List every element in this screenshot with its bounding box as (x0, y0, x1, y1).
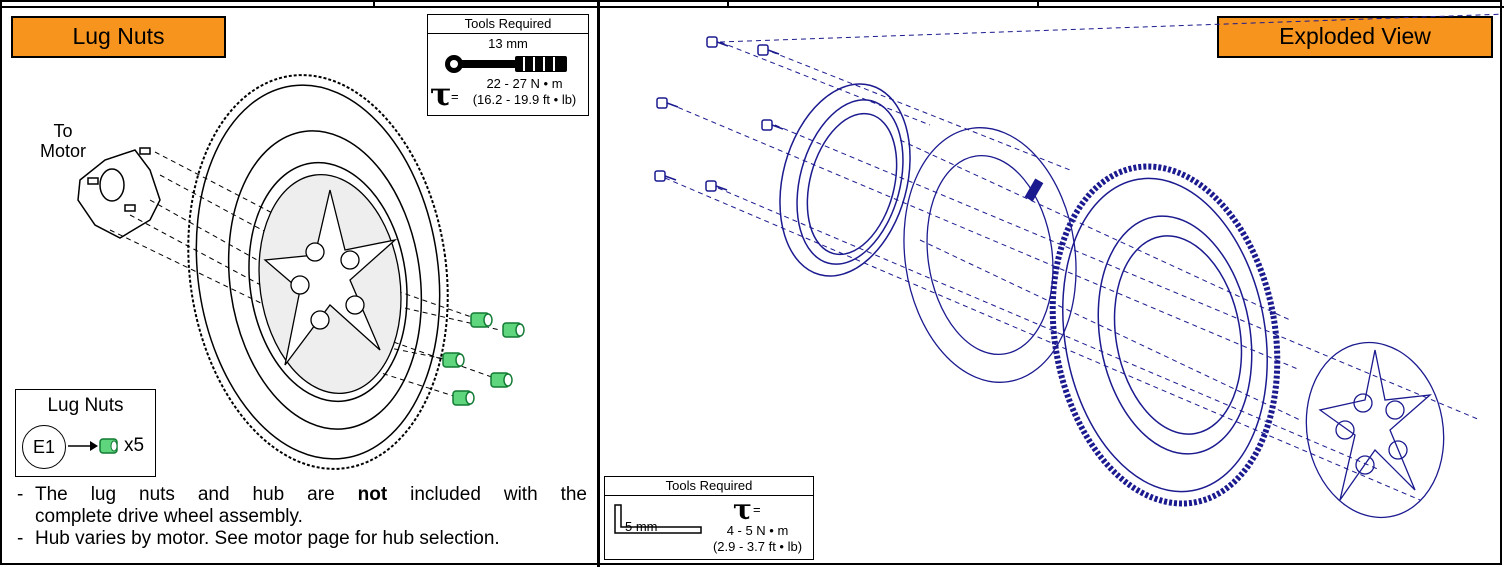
to-motor-line2: Motor (39, 141, 86, 161)
torque-equals: = (451, 89, 459, 104)
callout-circle: E1 (22, 425, 66, 469)
note-1-dash: - (17, 484, 24, 505)
note-2-dash: - (17, 528, 24, 549)
to-motor-line1: To (53, 121, 73, 141)
screws (654, 36, 784, 192)
hex-key-icon (614, 504, 702, 534)
tools-required-box-right: Tools Required 5 mm τ = 4 - 5 N • m (2.9… (604, 476, 814, 560)
socket-size-label: 13 mm (488, 36, 528, 51)
note-1: - The lug nuts and hub are not included … (17, 484, 587, 528)
to-motor-label: To Motor (38, 121, 88, 161)
note-2: - Hub varies by motor. See motor page fo… (17, 528, 587, 550)
tire (187, 74, 449, 470)
exploded-view-title-label: Exploded View (1217, 16, 1493, 58)
legend-arrow-nut-icon (68, 438, 118, 454)
note-1-line1: The lug nuts and hub are not included wi… (35, 484, 587, 506)
tools-required-header: Tools Required (428, 15, 588, 34)
top-tick (1037, 0, 1039, 7)
legend-title: Lug Nuts (47, 395, 124, 416)
note-1-post: included with the (387, 484, 587, 505)
panel-divider (597, 0, 600, 567)
torque-icon-right: τ (733, 493, 752, 526)
exploded-tire (1049, 163, 1281, 507)
drive-wheel-diagram (77, 74, 525, 470)
torque-ftlb-value: (16.2 - 19.9 ft • lb) (472, 92, 577, 107)
hex-key-size: 5 mm (625, 519, 658, 534)
top-border-line (0, 6, 1504, 8)
note-1-line2: complete drive wheel assembly. (35, 506, 303, 527)
top-tick (373, 0, 375, 7)
exploded-view-diagram (654, 13, 1500, 519)
torque-equals-right: = (753, 502, 761, 517)
note-2-text: Hub varies by motor. See motor page for … (35, 528, 500, 549)
tools-required-header-right: Tools Required (605, 477, 813, 496)
notes: - The lug nuts and hub are not included … (17, 484, 587, 550)
torque-nm-value: 22 - 27 N • m (486, 76, 563, 91)
note-1-bold: not (357, 484, 388, 505)
torque-nm-value-right: 4 - 5 N • m (726, 523, 789, 538)
note-1-pre: The lug nuts and hub are (35, 484, 358, 505)
torque-icon: τ (430, 75, 452, 113)
motor-hub (77, 147, 161, 239)
tools-required-box: Tools Required 13 mm τ = 22 - 27 N • m (… (427, 14, 589, 116)
socket-wrench-icon (445, 55, 567, 73)
exploded-guide-lines (664, 13, 1500, 501)
exploded-hubcap (1305, 341, 1445, 519)
top-tick (727, 0, 729, 7)
legend-quantity: x5 (124, 435, 145, 456)
rim (779, 83, 911, 277)
lug-nuts-green (442, 312, 525, 406)
hubcap (258, 173, 402, 395)
torque-ftlb-value-right: (2.9 - 3.7 ft • lb) (712, 539, 803, 554)
lug-nuts-title-label: Lug Nuts (11, 16, 226, 58)
lug-nuts-legend: Lug Nuts E1 x5 (15, 389, 156, 477)
